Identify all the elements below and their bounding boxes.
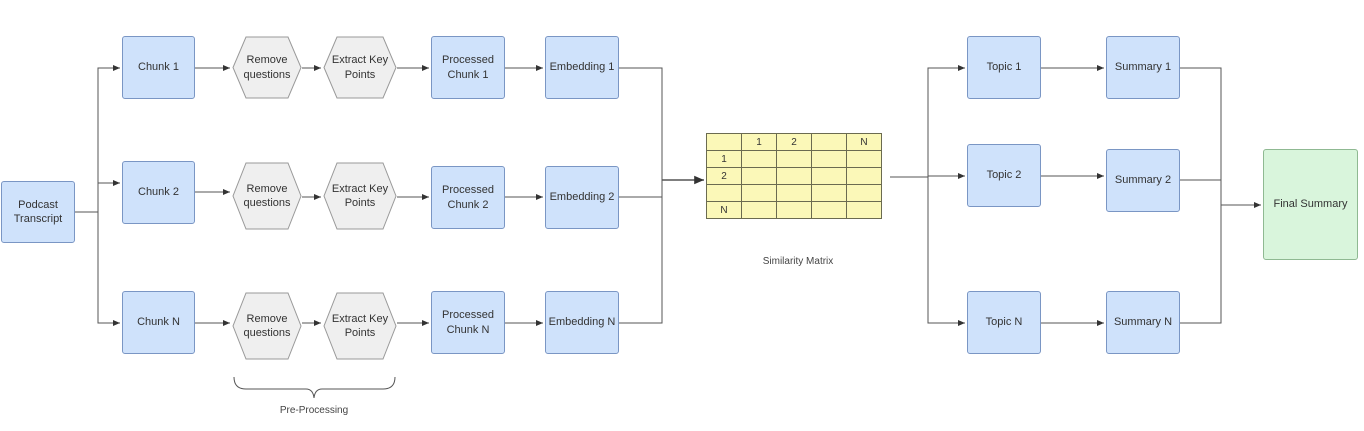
- summary-label: Summary 2: [1114, 174, 1172, 187]
- chunk-n-node: Chunk N: [122, 291, 195, 354]
- extract-key-points-2-node: Extract Key Points: [323, 162, 397, 230]
- topic-1-node: Topic 1: [967, 36, 1041, 99]
- matrix-cell: [846, 150, 882, 168]
- embedding-label: Embedding N: [548, 316, 616, 329]
- matrix-cell: [776, 150, 812, 168]
- final-summary-node: Final Summary: [1263, 149, 1358, 260]
- processed-chunk-2-node: Processed Chunk 2: [431, 166, 505, 229]
- remove-questions-label: Remove questions: [243, 312, 291, 339]
- similarity-matrix: 1 2 N 1 2 N: [706, 133, 882, 219]
- matrix-cell: [741, 201, 777, 219]
- embedding-label: Embedding 2: [549, 191, 615, 204]
- chunk-2-node: Chunk 2: [122, 161, 195, 224]
- processed-chunk-1-node: Processed Chunk 1: [431, 36, 505, 99]
- extract-key-points-label: Extract Key Points: [331, 312, 389, 339]
- matrix-cell: [811, 133, 847, 151]
- embedding-2-node: Embedding 2: [545, 166, 619, 229]
- matrix-cell: [776, 184, 812, 202]
- matrix-cell: [811, 150, 847, 168]
- chunk-label: Chunk N: [137, 316, 180, 329]
- topic-n-node: Topic N: [967, 291, 1041, 354]
- extract-key-points-label: Extract Key Points: [331, 54, 389, 81]
- remove-questions-n-node: Remove questions: [232, 292, 302, 360]
- processed-chunk-n-node: Processed Chunk N: [431, 291, 505, 354]
- matrix-row: 2: [706, 167, 882, 185]
- topic-label: Topic N: [985, 316, 1023, 329]
- embedding-label: Embedding 1: [549, 61, 615, 74]
- summary-n-node: Summary N: [1106, 291, 1180, 354]
- podcast-transcript-label: Podcast Transcript: [13, 198, 63, 225]
- embedding-1-node: Embedding 1: [545, 36, 619, 99]
- matrix-cell: 2: [776, 133, 812, 151]
- summary-2-node: Summary 2: [1106, 149, 1180, 212]
- matrix-row: [706, 184, 882, 202]
- embedding-n-node: Embedding N: [545, 291, 619, 354]
- matrix-row-label: 1: [706, 150, 742, 168]
- matrix-row: N: [706, 201, 882, 219]
- matrix-row-label: N: [706, 201, 742, 219]
- chunk-label: Chunk 2: [138, 186, 179, 199]
- matrix-cell: [811, 201, 847, 219]
- matrix-row: 1: [706, 150, 882, 168]
- remove-questions-2-node: Remove questions: [232, 162, 302, 230]
- remove-questions-label: Remove questions: [243, 182, 291, 209]
- matrix-cell: [741, 150, 777, 168]
- matrix-cell: [811, 184, 847, 202]
- chunk-label: Chunk 1: [138, 61, 179, 74]
- remove-questions-label: Remove questions: [243, 54, 291, 81]
- final-summary-label: Final Summary: [1273, 198, 1348, 211]
- extract-key-points-label: Extract Key Points: [331, 182, 389, 209]
- extract-key-points-1-node: Extract Key Points: [323, 36, 397, 99]
- matrix-row-label: 2: [706, 167, 742, 185]
- remove-questions-1-node: Remove questions: [232, 36, 302, 99]
- matrix-cell: [741, 184, 777, 202]
- topic-label: Topic 1: [986, 61, 1022, 74]
- matrix-cell: [846, 184, 882, 202]
- summary-label: Summary N: [1113, 316, 1173, 329]
- matrix-cell: [846, 201, 882, 219]
- processed-chunk-label: Processed Chunk N: [442, 309, 494, 336]
- processed-chunk-label: Processed Chunk 1: [442, 54, 494, 81]
- podcast-transcript-node: Podcast Transcript: [1, 181, 75, 243]
- matrix-row-label: [706, 184, 742, 202]
- topic-label: Topic 2: [986, 169, 1022, 182]
- matrix-cell: [706, 133, 742, 151]
- summary-1-node: Summary 1: [1106, 36, 1180, 99]
- summary-label: Summary 1: [1114, 61, 1172, 74]
- matrix-cell: 1: [741, 133, 777, 151]
- matrix-cell: [776, 201, 812, 219]
- chunk-1-node: Chunk 1: [122, 36, 195, 99]
- processed-chunk-label: Processed Chunk 2: [442, 184, 494, 211]
- matrix-cell: N: [846, 133, 882, 151]
- matrix-header-row: 1 2 N: [706, 133, 882, 151]
- similarity-matrix-caption: Similarity Matrix: [762, 256, 834, 267]
- extract-key-points-n-node: Extract Key Points: [323, 292, 397, 360]
- matrix-cell: [811, 167, 847, 185]
- matrix-cell: [846, 167, 882, 185]
- matrix-cell: [741, 167, 777, 185]
- pre-processing-label: Pre-Processing: [279, 405, 349, 416]
- matrix-cell: [776, 167, 812, 185]
- topic-2-node: Topic 2: [967, 144, 1041, 207]
